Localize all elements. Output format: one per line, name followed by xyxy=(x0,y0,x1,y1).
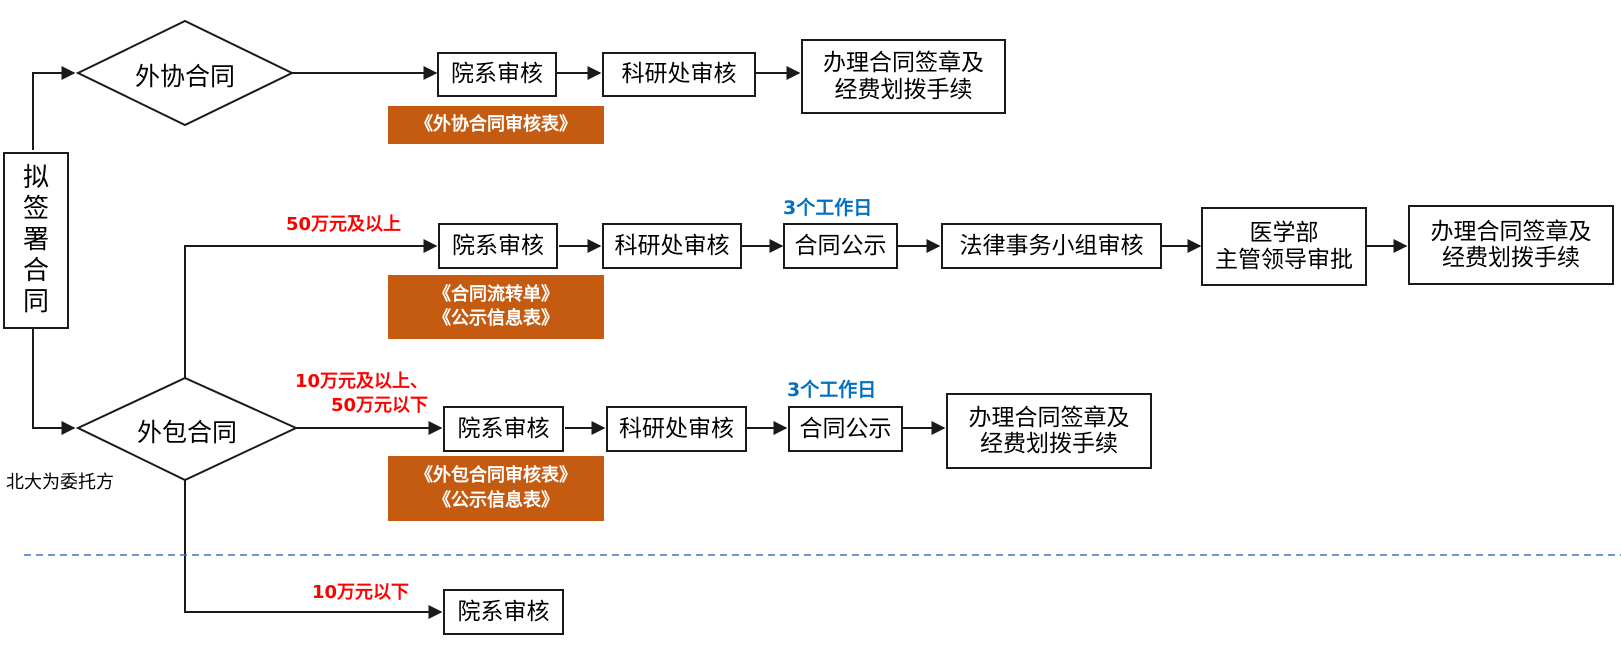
a-step-keyan: 科研处审核 xyxy=(602,52,756,97)
arrow-start-to-waixie xyxy=(32,66,76,150)
tier3-condition: 10万元以下 xyxy=(312,582,410,603)
t3-step-yuanxi: 院系审核 xyxy=(443,589,564,635)
arrow-waibao-to-tier1 xyxy=(184,239,438,380)
a-step-yuanxi: 院系审核 xyxy=(437,52,557,97)
t1-step-yixuebu: 医学部 主管领导审批 xyxy=(1201,207,1367,286)
t1-step-final: 办理合同签章及 经费划拨手续 xyxy=(1408,205,1614,285)
tier1-condition: 50万元及以上 xyxy=(286,214,402,235)
t1-step-keyan: 科研处审核 xyxy=(602,223,742,269)
start-box-draft-contract: 拟 签 署 合 同 xyxy=(3,152,69,329)
tier2-condition: 10万元及以上、 50万元以下 xyxy=(294,371,428,417)
arrow-waibao-to-tier3 xyxy=(184,478,443,619)
t1-step-gongshi: 合同公示 xyxy=(783,223,898,269)
t2-step-keyan: 科研处审核 xyxy=(606,406,747,452)
a-step-final: 办理合同签章及 经费划拨手续 xyxy=(801,39,1006,114)
t2-step-gongshi: 合同公示 xyxy=(788,406,903,452)
a-doc-badge: 《外协合同审核表》 xyxy=(388,106,604,144)
diamond-waixie xyxy=(75,19,295,127)
arrow-start-to-waibao xyxy=(32,320,76,435)
t1-doc-badge: 《合同流转单》 《公示信息表》 xyxy=(388,275,604,339)
diamond-waibao xyxy=(75,376,299,482)
tier1-days: 3个工作日 xyxy=(783,197,873,219)
decision-waibao-label: 外包合同 xyxy=(136,418,237,447)
t1-step-falv: 法律事务小组审核 xyxy=(941,223,1162,269)
t2-step-yuanxi: 院系审核 xyxy=(443,406,564,452)
t1-step-yuanxi: 院系审核 xyxy=(438,223,558,269)
client-note: 北大为委托方 xyxy=(6,472,114,493)
t2-step-final: 办理合同签章及 经费划拨手续 xyxy=(946,393,1152,469)
t2-doc-badge: 《外包合同审核表》 《公示信息表》 xyxy=(388,456,604,521)
decision-waixie-label: 外协合同 xyxy=(134,62,235,91)
tier2-days: 3个工作日 xyxy=(787,379,877,401)
